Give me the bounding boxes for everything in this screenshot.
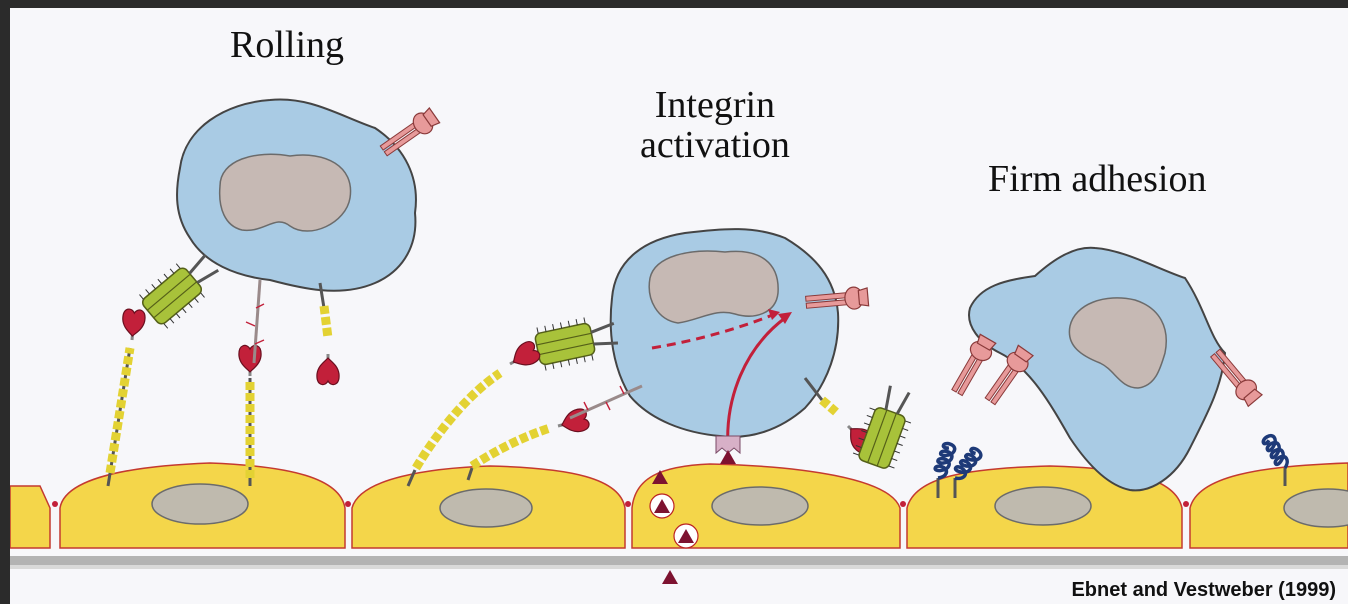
chemokine-receptor: [716, 436, 740, 464]
citation: Ebnet and Vestweber (1999): [1071, 579, 1336, 602]
selectin-firm-stage: [852, 382, 921, 472]
endo-nucleus-4: [995, 487, 1091, 525]
endo-nucleus-2: [440, 489, 532, 527]
nucleus-rolling: [220, 154, 351, 231]
stage-title-rolling: Rolling: [230, 26, 344, 66]
nucleus-integrin-activation: [649, 251, 778, 323]
endo-nucleus-3: [712, 487, 808, 525]
integrin-rolling: [377, 106, 440, 160]
basement-membrane: [10, 556, 1348, 565]
endo-nucleus-1: [152, 484, 248, 524]
diagram-panel: Rolling Integrin activation Firm adhesio…: [10, 8, 1348, 604]
integrin-firm-1: [947, 333, 997, 398]
ligand-chain-3: [317, 283, 339, 385]
ligand-chain-1: [108, 309, 146, 486]
stage-title-integrin-activation: Integrin activation: [640, 86, 790, 166]
basement-membrane-shadow: [10, 565, 1348, 569]
ligand-chain-2: [239, 280, 264, 486]
selectin-integrin-stage: [533, 312, 620, 372]
stage-title-integrin-line2: activation: [640, 126, 790, 166]
chemokine-triangle-basal: [662, 570, 678, 584]
endothelial-cell-1: [10, 486, 50, 548]
stage-title-integrin-line1: Integrin: [640, 86, 790, 126]
stage-title-firm-adhesion: Firm adhesion: [988, 160, 1206, 200]
